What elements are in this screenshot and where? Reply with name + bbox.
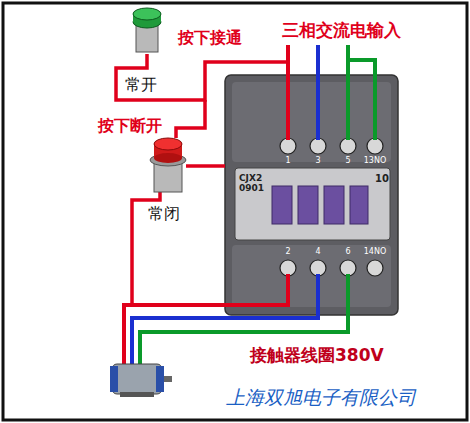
input-note: 三相交流电输入: [282, 20, 401, 40]
frame: [3, 3, 467, 420]
button-note: 按下断开: [98, 116, 162, 135]
contactor-box: CJX2 0901 10: [225, 75, 398, 315]
contact-type: 常闭: [148, 204, 180, 223]
terminal-number: 1: [285, 156, 290, 166]
terminal-number: 2: [285, 247, 290, 257]
model-label: 10: [375, 173, 389, 185]
terminal-number: 14NO: [364, 247, 386, 257]
control-wires: [116, 54, 288, 305]
coil-note: 接触器线圈380V: [250, 345, 384, 365]
watermark: 上海双旭电子有限公司: [226, 386, 416, 409]
start-button: [133, 8, 161, 52]
terminal-number: 13NO: [364, 156, 386, 166]
model-label: CJX2 0901: [239, 173, 273, 194]
terminal-number: 6: [345, 247, 350, 257]
terminal-number: 5: [345, 156, 350, 166]
button-note: 按下接通: [178, 28, 242, 47]
terminal-number: 3: [315, 156, 320, 166]
contactor-symbol: [225, 75, 398, 315]
terminal-number: 4: [315, 247, 320, 257]
power-wires: [288, 45, 375, 140]
contact-type: 常开: [125, 75, 157, 94]
motor-symbol: [110, 364, 172, 397]
stop-button: [150, 138, 186, 192]
